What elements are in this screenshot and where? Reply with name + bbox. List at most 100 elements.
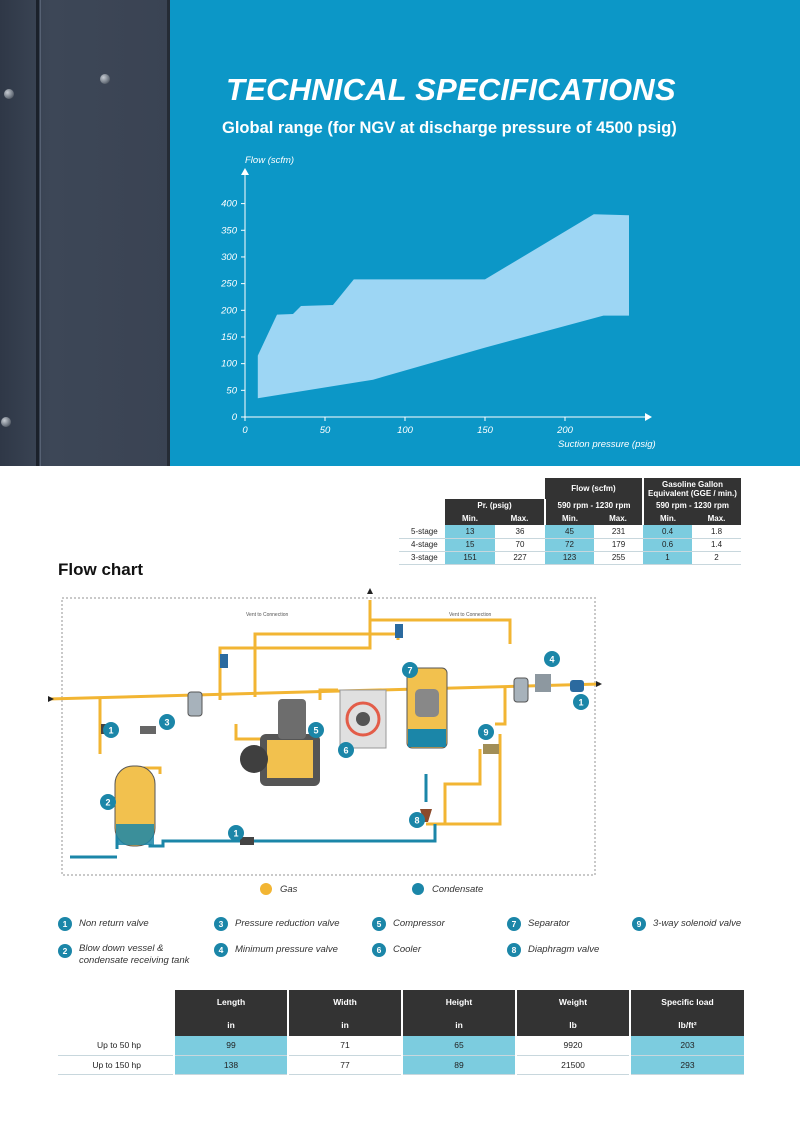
column-header: Min. <box>642 512 692 525</box>
inlet-arrow-icon <box>48 696 54 702</box>
dimensions-table: Length Width Height Weight Specific load… <box>58 990 744 1075</box>
table-cell: 138 <box>173 1055 288 1075</box>
svg-text:7: 7 <box>407 666 412 676</box>
solenoid-valve <box>483 744 499 754</box>
component-legend-item: 2 Blow down vessel & condensate receivin… <box>58 943 199 967</box>
gas-pipes <box>47 600 601 826</box>
unit-header: in <box>173 1013 288 1036</box>
vent-pipe <box>218 600 372 700</box>
gge-rpm-subheader: 590 rpm - 1230 rpm <box>642 499 741 512</box>
gas-legend-dot <box>260 883 272 895</box>
component-label: Compressor <box>393 918 445 929</box>
flow-chart-heading: Flow chart <box>58 560 144 579</box>
callout-1: 1 <box>228 825 244 841</box>
chart-series-area <box>257 214 629 399</box>
table-cell: 65 <box>401 1036 516 1056</box>
table-cell: 151 <box>445 551 495 565</box>
callout-9: 9 <box>478 724 494 740</box>
table-cell: 72 <box>545 538 594 552</box>
component-legend-item: 3 Pressure reduction valve <box>214 917 340 931</box>
pressure-reduction-valve <box>140 726 156 734</box>
x-axis-label: Suction pressure (psig) <box>558 439 656 450</box>
component-legend-item: 4 Minimum pressure valve <box>214 943 338 957</box>
component-legend-item: 5 Compressor <box>372 917 445 931</box>
column-header: Specific load <box>629 990 744 1013</box>
table-cell: 13 <box>445 525 495 539</box>
table-cell: 45 <box>545 525 594 539</box>
vent-label: Vent to Connection <box>246 612 288 618</box>
vent-arrow-icon <box>367 588 373 594</box>
filter <box>513 677 529 703</box>
diagram-frame <box>61 597 596 876</box>
y-tick-label: 400 <box>221 199 238 210</box>
gas-pipe <box>426 749 482 826</box>
operating-range-area-0 <box>257 214 629 399</box>
page-subtitle: Global range (for NGV at discharge press… <box>222 119 677 137</box>
component-number: 4 <box>214 943 228 957</box>
table-cell: 203 <box>629 1036 744 1056</box>
table-cell: 1.8 <box>692 525 741 539</box>
row-label: Up to 50 hp <box>58 1036 174 1056</box>
column-header: Height <box>401 990 516 1013</box>
separator-element <box>415 689 439 717</box>
component-label: Non return valve <box>79 918 149 929</box>
table-cell: 227 <box>495 551 545 565</box>
compressor-cylinder <box>278 699 306 739</box>
svg-text:1: 1 <box>108 726 113 736</box>
gas-pipe <box>495 688 507 726</box>
table-cell: 89 <box>401 1055 516 1075</box>
separator-condensate <box>408 729 446 747</box>
x-tick-label: 0 <box>242 425 248 436</box>
unit-header: lb <box>515 1013 630 1036</box>
y-tick-label: 50 <box>226 385 237 396</box>
row-label: 3-stage <box>399 551 445 565</box>
flow-rpm-subheader: 590 rpm - 1230 rpm <box>544 499 643 512</box>
row-label: 5-stage <box>399 525 445 539</box>
table-cell: 71 <box>287 1036 402 1056</box>
table-row: 5-stage 13 36 45 231 0.4 1.8 <box>399 525 741 539</box>
table-cell: 9920 <box>515 1036 630 1056</box>
component-label: Minimum pressure valve <box>235 944 338 955</box>
row-label: Up to 150 hp <box>58 1055 174 1075</box>
component-number: 5 <box>372 917 386 931</box>
svg-text:4: 4 <box>549 655 554 665</box>
component-number: 3 <box>214 917 228 931</box>
table-cell: 231 <box>594 525 643 539</box>
gas-pipe <box>426 734 502 826</box>
component-label: 3-way solenoid valve <box>653 918 742 929</box>
cooler-coil <box>345 701 381 737</box>
minimum-pressure-valve <box>535 674 551 692</box>
table-cell: 255 <box>594 551 643 565</box>
callout-1: 1 <box>573 694 589 710</box>
table-cell: 179 <box>594 538 643 552</box>
pressure-subheader: Pr. (psig) <box>445 499 545 512</box>
table-cell: 293 <box>629 1055 744 1075</box>
unit-header: lb/ft² <box>629 1013 744 1036</box>
unit-header: in <box>287 1013 402 1036</box>
table-cell: 21500 <box>515 1055 630 1075</box>
table-cell: 2 <box>692 551 741 565</box>
y-tick-label: 300 <box>221 252 238 263</box>
column-header: Length <box>173 990 288 1013</box>
compressor-cabinet-photo <box>0 0 170 466</box>
table-cell: 0.4 <box>643 525 692 539</box>
filter <box>187 691 203 717</box>
table-row: 4-stage 15 70 72 179 0.6 1.4 <box>399 538 741 552</box>
column-header: Max. <box>594 512 643 525</box>
svg-text:3: 3 <box>164 718 169 728</box>
flow-diagram: Vent to Connection Vent to Connection 1 … <box>47 588 602 876</box>
callout-6: 6 <box>338 742 354 758</box>
svg-text:5: 5 <box>313 726 318 736</box>
safety-valve <box>220 654 228 668</box>
y-tick-label: 100 <box>221 359 238 370</box>
callout-3: 3 <box>159 714 175 730</box>
table-cell: 77 <box>287 1055 402 1075</box>
table-cell: 0.6 <box>643 538 692 552</box>
component-legend-item: 6 Cooler <box>372 943 421 957</box>
component-label: Separator <box>528 918 570 929</box>
page-title: TECHNICAL SPECIFICATIONS <box>226 72 676 107</box>
hero-banner: TECHNICAL SPECIFICATIONS Global range (f… <box>0 0 800 466</box>
table-row: Up to 150 hp 138 77 89 21500 293 <box>58 1055 744 1075</box>
